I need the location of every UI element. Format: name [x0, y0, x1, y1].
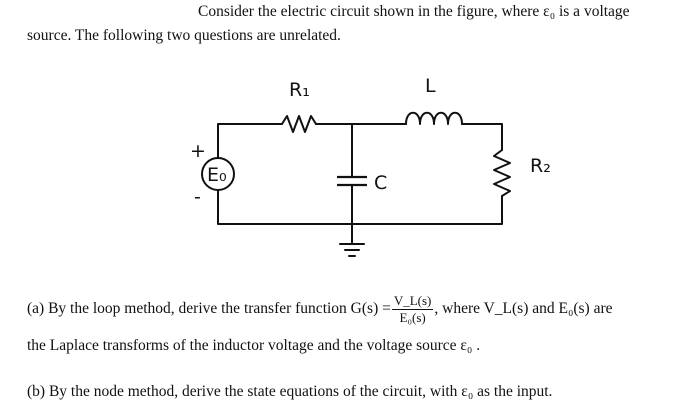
resistor-r1 — [281, 115, 317, 133]
question-a-prefix: (a) By the loop method, derive the trans… — [27, 300, 391, 318]
capacitor-label: C — [374, 172, 387, 194]
right-top-wire — [461, 123, 503, 151]
transfer-function-fraction: V_L(s)E₀(s) — [391, 293, 434, 325]
plus-sign: + — [190, 140, 206, 162]
right-bottom-wire — [351, 195, 503, 225]
inductor-l — [405, 111, 463, 125]
intro-line-1: Consider the electric circuit shown in t… — [198, 3, 630, 20]
question-b: (b) By the node method, derive the state… — [27, 383, 553, 400]
source-label: E₀ — [207, 164, 227, 186]
question-a-suffix: , where V_L(s) and E₀(s) are — [434, 300, 613, 318]
r1-label: R₁ — [289, 79, 310, 101]
ground-symbol — [339, 243, 365, 257]
question-a-line-1: (a) By the loop method, derive the trans… — [27, 294, 613, 325]
inductor-label: L — [425, 75, 436, 97]
left-top-wire — [217, 123, 283, 159]
fraction-denominator: E₀(s) — [399, 310, 426, 325]
r2-label: R₂ — [530, 155, 551, 177]
question-a-line-2: the Laplace transforms of the inductor v… — [27, 337, 481, 354]
fraction-numerator: V_L(s) — [391, 293, 434, 310]
voltage-source — [201, 157, 235, 191]
intro-line-2: source. The following two questions are … — [27, 27, 341, 44]
minus-sign: - — [194, 186, 201, 208]
left-bottom-wire — [217, 188, 353, 225]
resistor-r2 — [493, 149, 511, 197]
